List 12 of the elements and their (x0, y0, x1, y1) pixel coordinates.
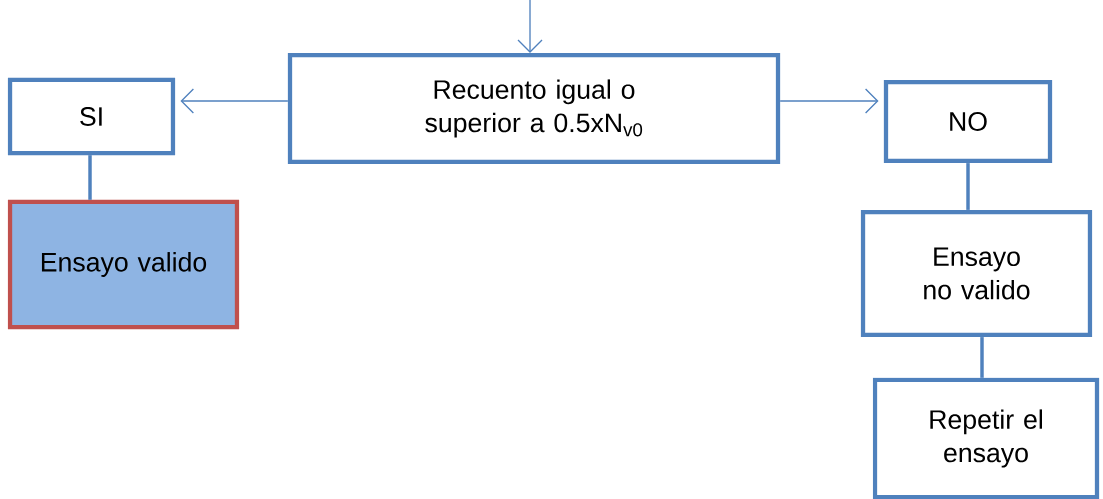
connector-line (88, 155, 92, 200)
connector-line (980, 337, 984, 378)
connector-line (966, 163, 970, 210)
arrow (180, 88, 289, 114)
process-box: Repetir el ensayo (872, 377, 1100, 499)
process-box: NO (883, 79, 1053, 164)
arrow (517, 0, 543, 53)
process-box: Recuento igual o superior a 0.5xN$_{v0}$ (287, 52, 781, 165)
process-box: Ensayo valido (7, 199, 240, 330)
process-box: Ensayo no valido (860, 209, 1093, 338)
arrow (779, 88, 879, 114)
process-box: SI (7, 77, 176, 156)
